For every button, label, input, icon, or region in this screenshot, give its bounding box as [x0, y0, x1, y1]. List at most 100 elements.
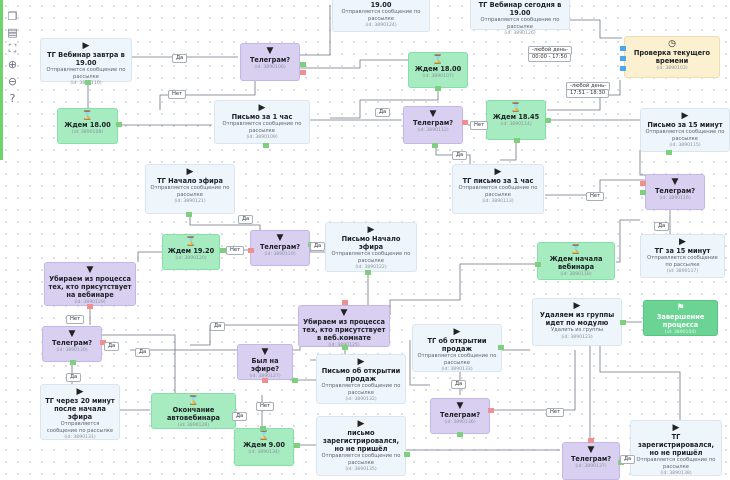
edge: [500, 140, 517, 161]
node-id: (id: 3890112): [417, 128, 449, 133]
output-port[interactable]: [116, 122, 122, 127]
output-port-no[interactable]: [248, 248, 254, 253]
wait-node-1920[interactable]: ⌛ Ждем 19.20 (id: 3890120): [162, 234, 220, 270]
telegram-node-3[interactable]: ▼ Телеграм? (id: 3890116): [645, 174, 705, 210]
node-title: 19.00: [370, 1, 392, 9]
edge: [490, 350, 576, 411]
webinar-end-node[interactable]: ⌛ Окончание автовебинара (id: 3890128): [151, 393, 236, 429]
edge: [137, 251, 162, 262]
wait-node-9[interactable]: ⌛ Ждем 9.00 (id: 3890134): [234, 428, 294, 466]
wait-node-webinar[interactable]: ⌛ Ждем начала вебинара (id: 3890118): [537, 242, 615, 280]
output-port-no[interactable]: [588, 438, 594, 443]
output-port[interactable]: [404, 452, 410, 457]
help-icon[interactable]: ?: [9, 92, 16, 105]
message-node-tg-letter-1h[interactable]: ▶ ТГ письмо за 1 час Отправляется сообще…: [452, 164, 544, 214]
output-port[interactable]: [294, 443, 300, 448]
copy-icon[interactable]: ❐: [7, 10, 18, 23]
process-end-node[interactable]: ⚑ Завершение процесса (id: 3890104): [643, 300, 718, 336]
output-port[interactable]: [260, 426, 266, 431]
message-node-19[interactable]: 19.00 Отправляется сообщение по рассылке…: [332, 0, 430, 32]
node-id: (id: 3890116): [659, 196, 691, 201]
zoom-in-icon[interactable]: ⊕: [7, 58, 18, 71]
edge-label-yes: Да: [238, 215, 254, 224]
remove-from-group-node[interactable]: ▶ Удаляем из группы идет по модулю Удали…: [532, 298, 622, 346]
message-node-letter-offer[interactable]: ▶ Письмо об открытии продаж Отправляется…: [316, 354, 406, 404]
wait-node-18-left[interactable]: ⌛ Ждем 18.00 (id: 3890108): [57, 108, 118, 144]
node-id: (id: 3890137): [575, 464, 607, 469]
output-port[interactable]: [640, 190, 646, 195]
output-port[interactable]: [70, 360, 76, 365]
message-node-tg-today[interactable]: ТГ Вебинар сегодня в 19.00 Отправляется …: [470, 0, 570, 36]
clipboard-icon[interactable]: ▤: [7, 26, 18, 39]
output-port-no[interactable]: [262, 378, 268, 383]
output-port[interactable]: [292, 378, 298, 383]
message-node-tg-offer[interactable]: ▶ ТГ об открытии продаж Отправляется соо…: [412, 324, 502, 372]
toolbar-accent: [0, 0, 3, 160]
wait-node-18-top[interactable]: ⌛ Ждем 18.00 (id: 3890107): [408, 52, 468, 88]
message-node-tg-start[interactable]: ▶ ТГ Начало эфира Отправляется сообщение…: [145, 164, 235, 214]
output-port-no[interactable]: [342, 300, 348, 305]
telegram-node-6[interactable]: ▼ Телеграм? (id: 3890136): [430, 398, 490, 434]
node-title: Ждем 9.00: [243, 441, 285, 449]
output-port[interactable]: [620, 320, 626, 325]
node-title: ТГ Начало эфира: [157, 177, 223, 185]
output-port[interactable]: [186, 212, 192, 217]
output-port[interactable]: [498, 345, 504, 350]
output-port-yes[interactable]: [432, 143, 438, 148]
output-port-no[interactable]: [87, 304, 93, 309]
telegram-node-7[interactable]: ▼ Телеграм? (id: 3890137): [562, 442, 620, 480]
message-node-letter-15[interactable]: ▶ Письмо за 15 минут Отправляется сообще…: [640, 108, 730, 152]
node-title: ТГ через 20 минут после начала эфира: [45, 397, 115, 421]
telegram-node-4[interactable]: ▼ Телеграм? (id: 3890119): [250, 230, 310, 266]
message-node-letter-start[interactable]: ▶ Письмо Начало эфира Отправляется сообщ…: [325, 222, 417, 272]
output-port[interactable]: [666, 150, 672, 155]
fullscreen-icon[interactable]: ⛶: [8, 42, 17, 55]
telegram-node-1[interactable]: ▼ Телеграм? (id: 3890106): [240, 43, 300, 81]
output-port-branch[interactable]: [620, 56, 626, 61]
node-title: ТГ зарегистрировался, но не пришёл: [638, 433, 714, 457]
output-port-branch[interactable]: [620, 66, 626, 71]
remove-present-node-mid[interactable]: ▼ Убираем из процесса тех, кто присутств…: [298, 305, 390, 348]
message-node-tg-tomorrow[interactable]: ▶ ТГ Вебинар завтра в 19.00 Отправляется…: [40, 38, 132, 86]
node-id: (id: 3890118): [560, 272, 592, 277]
wait-node-1845[interactable]: ⌛ Ждем 18.45 (id: 3890114): [486, 100, 546, 140]
output-port-yes[interactable]: [300, 62, 306, 67]
output-port[interactable]: [365, 270, 371, 275]
output-port[interactable]: [457, 432, 463, 437]
node-title: Телеграм?: [439, 411, 481, 419]
edge: [639, 150, 660, 176]
message-node-tg-registered[interactable]: ▶ ТГ зарегистрировался, но не пришёл Отп…: [630, 420, 722, 476]
edge-label-no: Нет: [470, 121, 489, 130]
message-node-tg-15[interactable]: ▶ ТГ за 15 минут Отправляется сообщение …: [640, 234, 725, 278]
output-port[interactable]: [85, 80, 91, 85]
telegram-node-5[interactable]: ▼ Телеграм? (id: 3890130): [42, 326, 102, 362]
output-port-no[interactable]: [300, 70, 306, 75]
output-port[interactable]: [435, 86, 441, 91]
message-node-tg-20min[interactable]: ▶ ТГ через 20 минут после начала эфира О…: [40, 384, 120, 440]
message-node-letter-1h[interactable]: ▶ Письмо за 1 час Отправляется сообщение…: [214, 100, 310, 144]
hourglass-icon: ⌛: [81, 111, 94, 121]
node-title: Удаляем из группы идет по модулю: [539, 311, 615, 327]
check-time-node[interactable]: ◷ Проверка текущего времени (id: 3890103…: [624, 36, 720, 78]
output-port-branch[interactable]: [620, 46, 626, 51]
output-port-no[interactable]: [100, 340, 106, 345]
remove-present-node-left[interactable]: ▼ Убираем из процесса тех, кто присутств…: [44, 262, 136, 306]
output-port-no[interactable]: [488, 408, 494, 413]
output-port-no[interactable]: [640, 181, 646, 186]
output-port[interactable]: [220, 248, 226, 253]
node-id: (id: 3890106): [254, 65, 286, 70]
node-id: (id: 3890107): [422, 74, 454, 79]
output-port[interactable]: [535, 262, 541, 267]
play-icon: ▶: [672, 423, 680, 433]
was-live-node[interactable]: ▼ Был на эфире? (id: 3890127): [237, 344, 293, 380]
message-node-letter-registered[interactable]: ▶ письмо зарегистрировался, но не пришёл…: [316, 416, 406, 476]
output-port[interactable]: [514, 138, 520, 143]
output-port-no[interactable]: [462, 120, 468, 125]
output-port[interactable]: [545, 118, 551, 123]
zoom-out-icon[interactable]: ⊖: [7, 75, 18, 88]
output-port[interactable]: [263, 143, 269, 148]
telegram-node-2[interactable]: ▼ Телеграм? (id: 3890112): [403, 106, 463, 144]
edge: [190, 324, 300, 346]
output-port[interactable]: [342, 345, 348, 350]
